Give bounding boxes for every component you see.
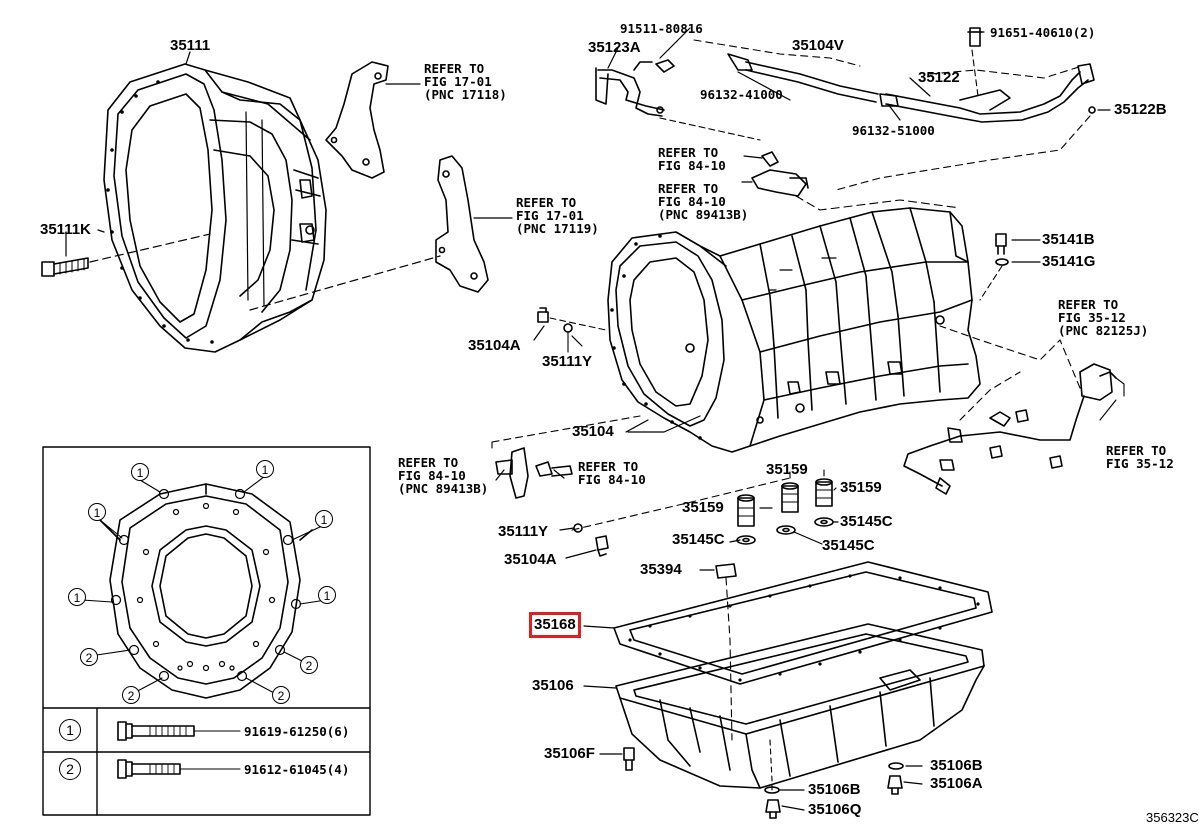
part-label-96132-41000[interactable]: 96132-41000 (700, 87, 783, 102)
part-label-35106Q[interactable]: 35106Q (808, 801, 862, 818)
part-label-35106F[interactable]: 35106F (544, 745, 595, 762)
bolt-callout-1: 1 (68, 588, 86, 606)
refer-to-fig-35-12-pnc-82125J[interactable]: REFER TO FIG 35-12 (PNC 82125J) (1058, 297, 1149, 338)
oil-pan-35106 (583, 623, 985, 789)
part-label-35145C-mid[interactable]: 35145C (822, 537, 875, 554)
legend-row1-num: 1 (59, 719, 81, 741)
sensor-89413B-top (751, 151, 961, 211)
refer-to-fig-84-10-top[interactable]: REFER TO FIG 84-10 (658, 145, 726, 173)
ring-35111Y-top (563, 323, 573, 353)
filters-35159 (736, 469, 834, 545)
magnet-35394 (715, 563, 737, 741)
refer-to-fig-35-12[interactable]: REFER TO FIG 35-12 (1106, 443, 1174, 471)
part-label-91651-40610[interactable]: 91651-40610(2) (990, 25, 1096, 40)
bolt-callout-2: 2 (122, 686, 140, 704)
part-label-96132-51000[interactable]: 96132-51000 (852, 123, 935, 138)
part-label-35145C-right[interactable]: 35145C (840, 513, 893, 530)
leader-lines (97, 27, 1111, 811)
part-label-35111Y-bottom[interactable]: 35111Y (498, 523, 549, 540)
bolt-callout-1: 1 (131, 463, 149, 481)
refer-to-fig-84-10-pnc-89413B-top[interactable]: REFER TO FIG 84-10 (PNC 89413B) (658, 181, 749, 222)
bracket-17119 (249, 155, 513, 311)
refer-to-fig-84-10-pnc-89413B-bottom[interactable]: REFER TO FIG 84-10 (PNC 89413B) (398, 455, 489, 496)
part-label-35141B[interactable]: 35141B (1042, 231, 1095, 248)
part-label-35122[interactable]: 35122 (918, 69, 960, 86)
refer-to-fig-17-01-pnc-17119[interactable]: REFER TO FIG 17-01 (PNC 17119) (516, 195, 599, 236)
part-label-35106B-bottom[interactable]: 35106B (808, 781, 861, 798)
sensor-89413B-bottom (495, 447, 573, 499)
plugs-35106B-A-Q (764, 739, 904, 819)
part-label-35145C-left[interactable]: 35145C (672, 531, 725, 548)
refer-to-fig-84-10-bottom[interactable]: REFER TO FIG 84-10 (578, 459, 646, 487)
part-label-35104V[interactable]: 35104V (792, 37, 844, 54)
part-label-35111Y-top[interactable]: 35111Y (542, 353, 593, 370)
legend-row1-part[interactable]: 91619-61250(6) (244, 724, 350, 739)
bolt-legend-inset (42, 446, 371, 816)
wire-harness-82125J (903, 325, 1125, 495)
part-label-35104[interactable]: 35104 (572, 423, 614, 440)
part-label-35122B[interactable]: 35122B (1114, 101, 1167, 118)
transmission-case-35104 (607, 207, 981, 453)
part-label-35394[interactable]: 35394 (640, 561, 682, 578)
bolt-callout-1: 1 (256, 460, 274, 478)
part-label-35159-top[interactable]: 35159 (766, 461, 808, 478)
part-label-35111K[interactable]: 35111K (40, 221, 91, 238)
part-label-35123A[interactable]: 35123A (588, 39, 641, 56)
bolt-callout-2: 2 (80, 648, 98, 666)
bracket-17118 (325, 61, 421, 179)
bolt-callout-1: 1 (315, 510, 333, 528)
part-label-35106B-right[interactable]: 35106B (930, 757, 983, 774)
gasket-35168 (583, 561, 993, 685)
ring-35111Y-bottom (573, 523, 583, 533)
part-label-35106[interactable]: 35106 (532, 677, 574, 694)
bolt-35104A-bottom (595, 535, 609, 557)
diagram-code: 356323C (1146, 810, 1199, 825)
bolt-35104A-top (537, 307, 607, 331)
bolt-callout-1: 1 (318, 586, 336, 604)
part-label-35159-left[interactable]: 35159 (682, 499, 724, 516)
part-label-91511-80816[interactable]: 91511-80816 (620, 21, 703, 36)
part-label-35104A-top[interactable]: 35104A (468, 337, 521, 354)
legend-row2-num: 2 (59, 758, 81, 780)
part-label-35159-right[interactable]: 35159 (840, 479, 882, 496)
part-label-35168-highlighted[interactable]: 35168 (529, 612, 581, 638)
legend-row2-part[interactable]: 91612-61045(4) (244, 762, 350, 777)
bolt-callout-2: 2 (272, 686, 290, 704)
part-label-35111[interactable]: 35111 (170, 37, 211, 54)
part-label-35106A[interactable]: 35106A (930, 775, 983, 792)
plug-35106F (623, 747, 635, 771)
bell-housing-35111 (41, 63, 327, 353)
bolt-callout-2: 2 (300, 656, 318, 674)
part-label-35104A-bottom[interactable]: 35104A (504, 551, 557, 568)
refer-to-fig-17-01-pnc-17118[interactable]: REFER TO FIG 17-01 (PNC 17118) (424, 61, 507, 102)
bolt-35141B (979, 233, 1009, 301)
tubes-top (595, 27, 1096, 191)
part-label-35141G[interactable]: 35141G (1042, 253, 1096, 270)
bolt-callout-1: 1 (88, 503, 106, 521)
